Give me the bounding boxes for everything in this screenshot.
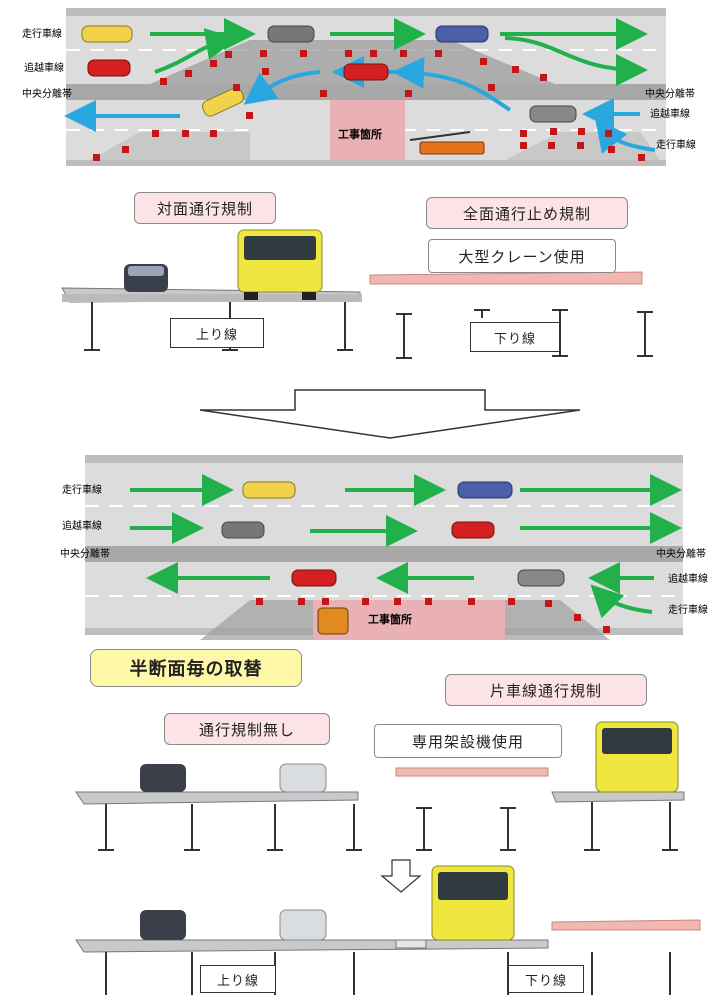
top-label-passing-lane-right: 追越車線 [650,109,690,120]
contraflow-label: 対面通行規制 [134,192,276,224]
bottom-plan-road [85,455,683,640]
bottom-label-passing-lane-right: 追越車線 [668,574,708,585]
top-label-median-right: 中央分離帯 [645,89,695,100]
bottom-label-driving-lane-left: 走行車線 [62,485,102,496]
top-work-area-label: 工事箇所 [338,128,382,141]
top-down-line-label: 下り線 [470,322,560,352]
bottom-label-median-right: 中央分離帯 [656,549,706,560]
top-cross-section [61,229,653,359]
top-label-passing-lane-left: 追越車線 [24,63,64,74]
bottom-traffic-arrows [130,474,682,619]
bottom-cross-section-2 [75,865,701,995]
bottom-up-line-label: 上り線 [200,965,276,993]
bottom-cross-section-1 [75,721,685,851]
top-work-area [330,100,405,160]
top-cones [93,50,645,161]
bottom-label-passing-lane-left: 追越車線 [62,521,102,532]
bottom-label-driving-lane-right: 走行車線 [668,605,708,616]
full-closure-label: 全面通行止め規制 [426,197,628,229]
top-label-median-left: 中央分離帯 [22,89,72,100]
transition-arrow [199,389,581,439]
top-plan-road [66,8,666,166]
erector-label: 専用架設機使用 [374,724,562,758]
no-restriction-label: 通行規制無し [164,713,330,745]
down-arrow [380,859,422,893]
crane-label: 大型クレーン使用 [428,239,616,273]
top-label-driving-lane-right: 走行車線 [656,140,696,151]
bottom-label-median-left: 中央分離帯 [60,549,110,560]
top-label-driving-lane-left: 走行車線 [22,29,62,40]
top-up-line-label: 上り線 [170,318,264,348]
top-vehicles [81,25,577,155]
bottom-down-line-label: 下り線 [508,965,584,993]
bottom-cones [256,598,610,633]
half-section-label: 半断面毎の取替 [90,649,302,687]
bottom-vehicles [221,481,565,635]
single-lane-label: 片車線通行規制 [445,674,647,706]
bottom-work-area-label: 工事箇所 [368,613,412,626]
